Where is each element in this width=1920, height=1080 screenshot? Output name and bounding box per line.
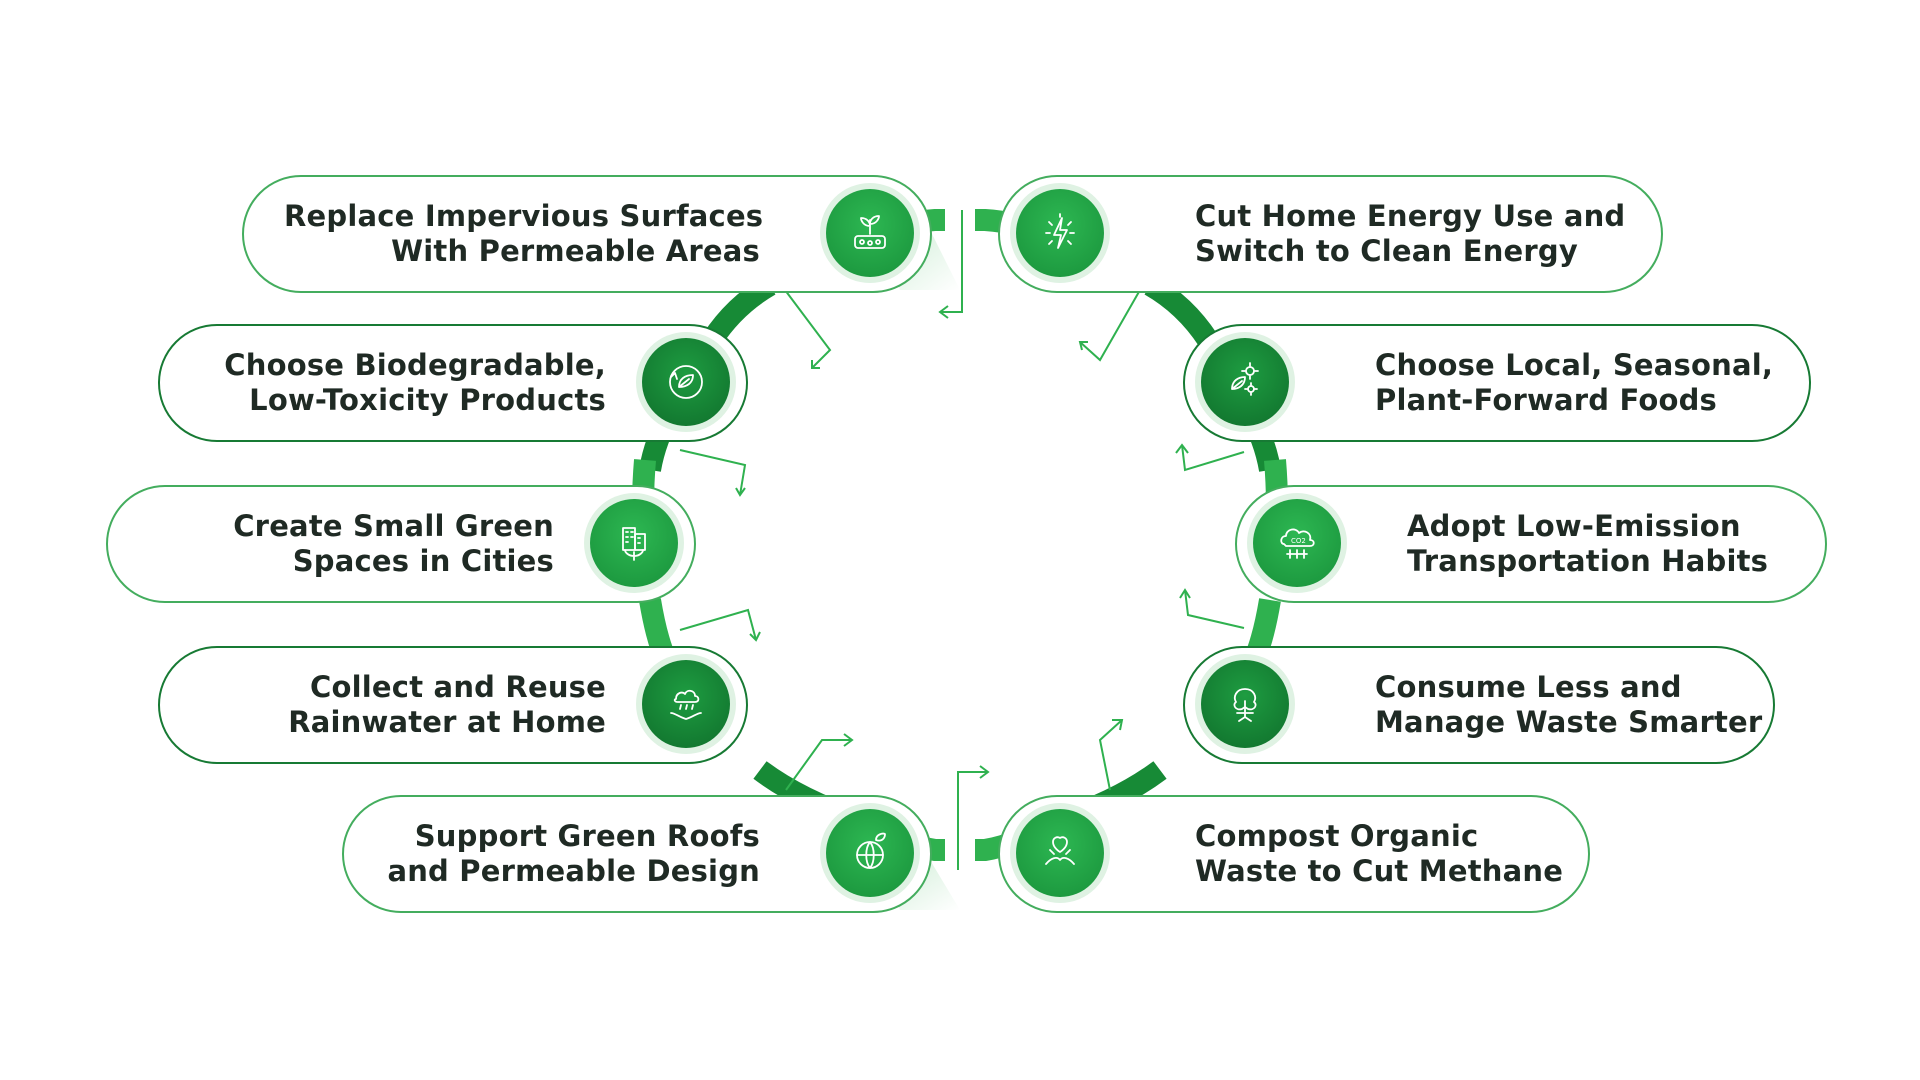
tree-roots-icon bbox=[1201, 660, 1289, 748]
flow-arrows bbox=[679, 210, 1245, 870]
step-label-line: Collect and Reuse bbox=[310, 670, 606, 704]
step-label: Choose Biodegradable,Low-Toxicity Produc… bbox=[200, 326, 606, 440]
step-label-line: Replace Impervious Surfaces bbox=[284, 199, 764, 233]
soil-sprout-icon bbox=[826, 189, 914, 277]
step-label-line: Spaces in Cities bbox=[292, 544, 554, 578]
step-label-line: With Permeable Areas bbox=[391, 234, 760, 268]
lightning-icon bbox=[1016, 189, 1104, 277]
step-label-line: Choose Local, Seasonal, bbox=[1375, 348, 1774, 382]
compost-hands-icon bbox=[1016, 809, 1104, 897]
step-label-line: Consume Less and bbox=[1375, 670, 1682, 704]
step-label: Choose Local, Seasonal,Plant-Forward Foo… bbox=[1375, 326, 1774, 440]
step-label-line: Switch to Clean Energy bbox=[1195, 234, 1578, 268]
step-label-line: Create Small Green bbox=[233, 509, 554, 543]
rain-hands-icon bbox=[642, 660, 730, 748]
step-label-line: Rainwater at Home bbox=[288, 705, 606, 739]
step-label-line: Transportation Habits bbox=[1407, 544, 1769, 578]
svg-text:CO2: CO2 bbox=[1291, 537, 1306, 545]
step-label-line: Adopt Low-Emission bbox=[1407, 509, 1741, 543]
sun-leaf-icon bbox=[1201, 338, 1289, 426]
step-label-line: Plant-Forward Foods bbox=[1375, 383, 1717, 417]
recycle-leaf-icon bbox=[642, 338, 730, 426]
step-label-line: Choose Biodegradable, bbox=[224, 348, 606, 382]
step-label-line: Manage Waste Smarter bbox=[1375, 705, 1763, 739]
step-label-line: Cut Home Energy Use and bbox=[1195, 199, 1626, 233]
step-label-line: Compost Organic bbox=[1195, 819, 1479, 853]
co2-cloud-icon: CO2 bbox=[1253, 499, 1341, 587]
step-label-line: and Permeable Design bbox=[387, 854, 760, 888]
step-label-line: Waste to Cut Methane bbox=[1195, 854, 1564, 888]
globe-leaf-icon bbox=[826, 809, 914, 897]
step-label-line: Support Green Roofs bbox=[414, 819, 760, 853]
city-plant-icon bbox=[590, 499, 678, 587]
step-label-line: Low-Toxicity Products bbox=[249, 383, 606, 417]
